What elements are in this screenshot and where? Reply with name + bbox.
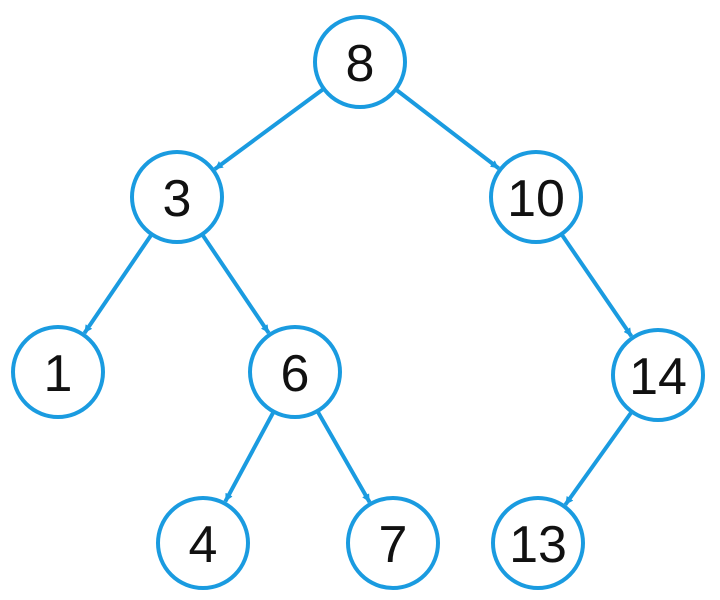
node-label: 6 [281, 345, 310, 403]
node-label: 3 [163, 170, 192, 228]
node-label: 8 [346, 35, 375, 93]
edge-n6-n4 [223, 410, 276, 503]
node-circle [130, 150, 224, 244]
tree-node-4: 4 [156, 496, 250, 590]
tree-node-8: 8 [313, 15, 407, 109]
tree-node-6: 6 [248, 325, 342, 419]
edge-n8-n3 [213, 87, 325, 171]
edge-n3-n1 [82, 233, 154, 335]
node-label: 4 [189, 516, 218, 574]
node-label: 13 [509, 516, 567, 574]
edge-n8-n10 [394, 87, 500, 170]
node-circle [313, 15, 407, 109]
node-label: 1 [44, 345, 73, 403]
tree-node-14: 14 [611, 328, 705, 422]
nodes: 8 3 10 1 6 14 4 7 13 [11, 15, 705, 590]
node-circle [11, 325, 105, 419]
node-circle [346, 496, 440, 590]
edges [82, 87, 634, 506]
node-label: 14 [629, 348, 687, 406]
node-label: 10 [507, 170, 565, 228]
node-circle [611, 328, 705, 422]
edge-n14-n13 [563, 410, 634, 506]
edge-n10-n14 [559, 232, 634, 338]
tree-node-13: 13 [491, 496, 585, 590]
node-circle [248, 325, 342, 419]
edge-n6-n7 [315, 410, 372, 504]
tree-node-3: 3 [130, 150, 224, 244]
tree-node-1: 1 [11, 325, 105, 419]
tree-node-7: 7 [346, 496, 440, 590]
node-circle [491, 496, 585, 590]
tree-node-10: 10 [489, 150, 583, 244]
node-circle [156, 496, 250, 590]
node-circle [489, 150, 583, 244]
edge-n3-n6 [200, 233, 271, 335]
node-label: 7 [379, 516, 408, 574]
